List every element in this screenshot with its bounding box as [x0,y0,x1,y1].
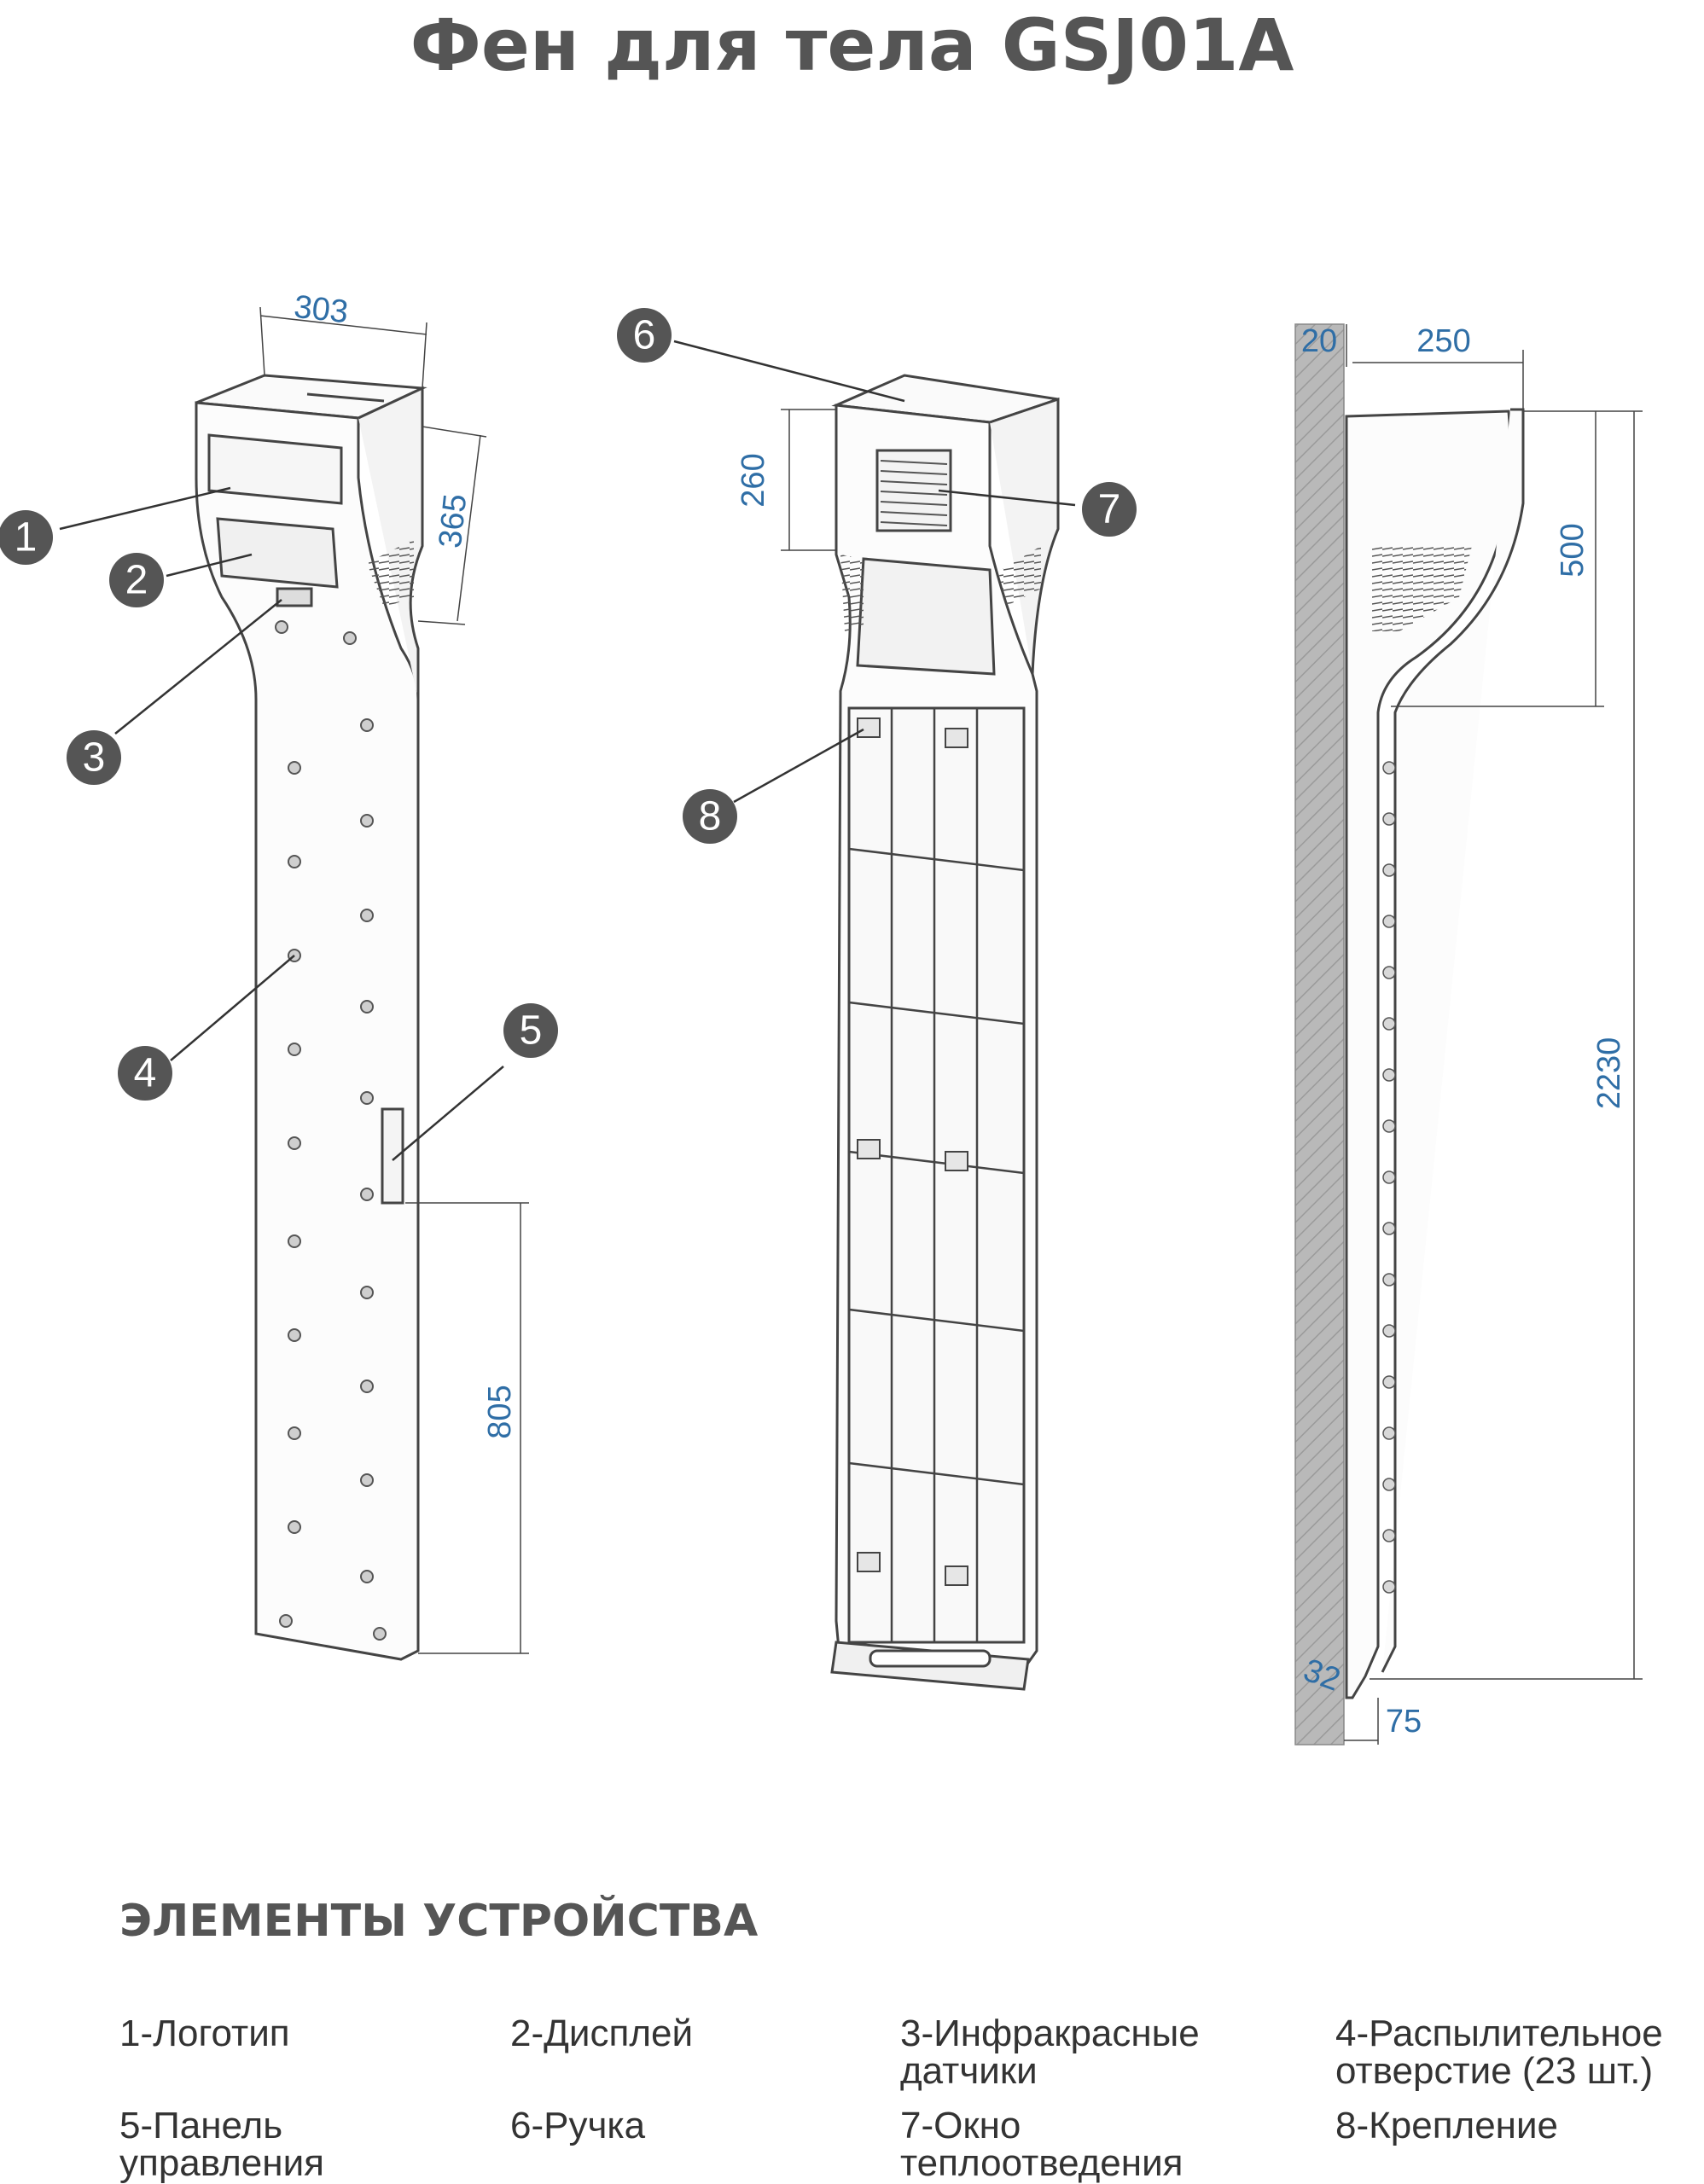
back-view [830,374,1060,1691]
front-view [195,374,427,1661]
legend-item-mount: 8-Крепление [1335,2105,1559,2146]
callout-8: 8 [683,789,737,844]
callout-4: 4 [118,1046,172,1101]
callout-leaders [59,340,1076,1161]
spray-holes-front [275,620,387,1641]
callout-3: 3 [67,730,121,785]
callout-1: 1 [0,510,53,565]
dim-panel-height-805: 805 [482,1385,518,1438]
dim-wall-gap-20: 20 [1301,323,1337,359]
callout-7: 7 [1082,482,1137,537]
svg-text:3: 3 [83,735,106,781]
section-title: ЭЛЕМЕНТЫ УСТРОЙСТВА [119,1896,759,1947]
side-view [1294,323,1525,1745]
callouts: 1 2 3 4 5 6 7 8 [0,308,1137,1101]
legend-item-logo: 1-Логотип [119,2013,290,2054]
dim-height-365: 365 [433,492,474,549]
dim-total-2230: 2230 [1591,1037,1627,1110]
svg-text:5: 5 [520,1008,543,1054]
callout-2: 2 [109,553,164,607]
svg-text:6: 6 [633,313,656,358]
dim-width-303: 303 [293,289,350,330]
dim-depth-250: 250 [1416,323,1470,359]
svg-text:4: 4 [134,1051,157,1096]
svg-text:7: 7 [1098,487,1121,532]
legend-item-handle: 6-Ручка [510,2105,646,2146]
page-title: Фен для тела GSJ01A [410,3,1294,87]
dim-head-500: 500 [1555,523,1591,577]
callout-5: 5 [503,1003,558,1058]
back-dimension-lines [781,409,836,551]
dim-bottom-75: 75 [1386,1704,1422,1740]
front-dimension-lines [259,306,529,1654]
svg-text:1: 1 [15,515,38,561]
dim-height-260: 260 [736,453,771,507]
svg-text:2: 2 [125,558,148,603]
callout-6: 6 [617,308,672,363]
side-dimension-lines [1344,324,1643,1745]
svg-text:8: 8 [699,794,722,839]
legend-item-display: 2-Дисплей [510,2013,694,2054]
